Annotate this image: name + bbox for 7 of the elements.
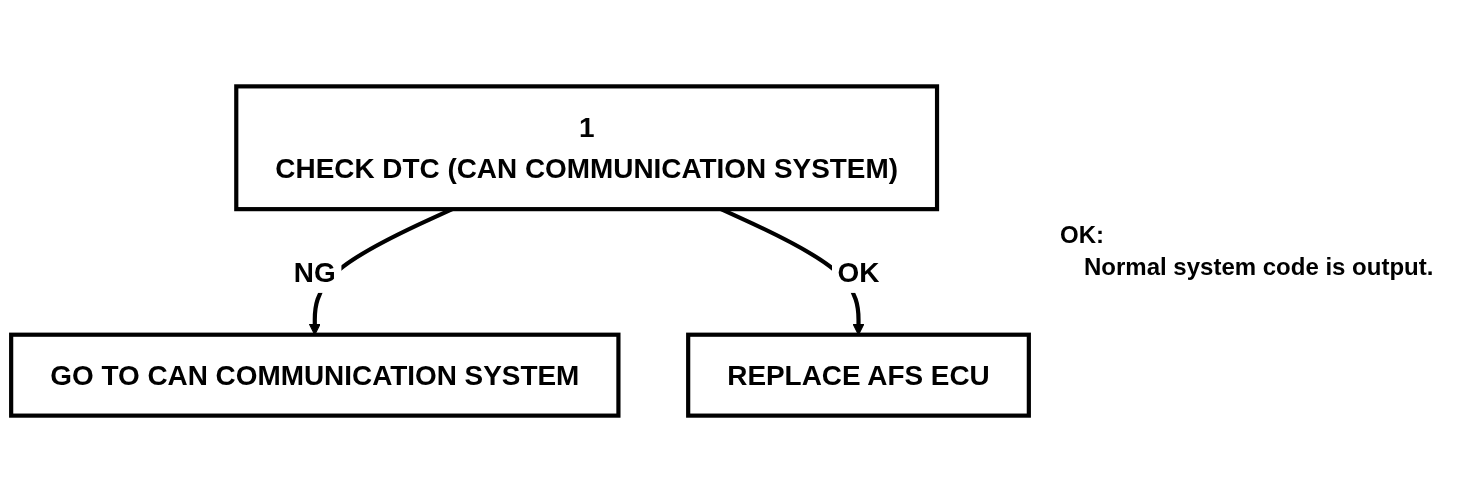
edge-label: OK — [837, 256, 880, 288]
note-heading: OK: — [1060, 221, 1105, 249]
node-box: 1 CHECK DTC (CAN COMMUNICATION SYSTEM) — [234, 84, 940, 212]
node-box: GO TO CAN COMMUNICATION SYSTEM — [9, 332, 621, 418]
note-text: Normal system code is output. — [1083, 253, 1434, 281]
node-box: REPLACE AFS ECU — [686, 332, 1031, 418]
edge-label: NG — [293, 256, 336, 288]
